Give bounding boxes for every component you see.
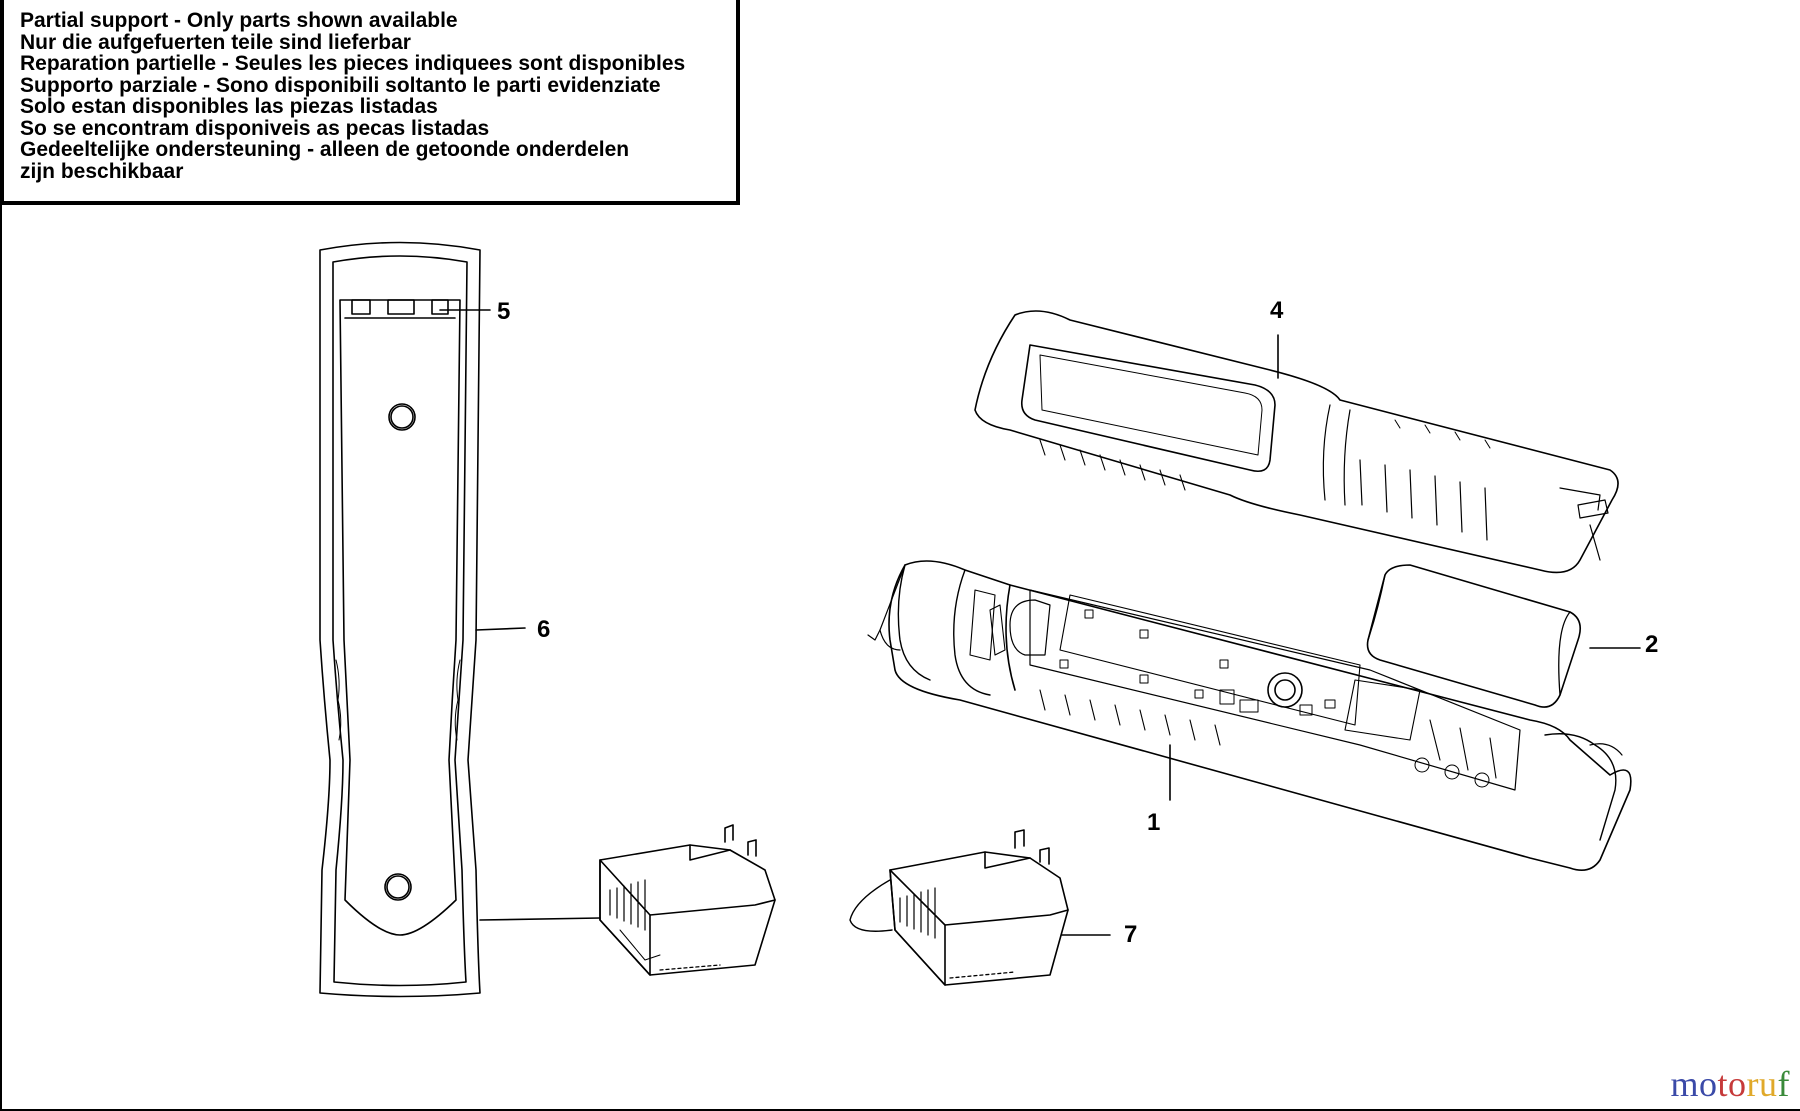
callout-1: 1: [1147, 809, 1160, 836]
callout-6: 6: [537, 616, 550, 643]
lower-housing-part-1: [867, 560, 1632, 871]
charger-part-7: [849, 829, 1069, 986]
leader-line-6: [475, 627, 526, 631]
upper-housing-part-4: [974, 310, 1619, 574]
notice-line-nl-cont: zijn beschikbaar: [20, 159, 184, 183]
callout-2: 2: [1645, 631, 1658, 658]
notice-line-nl: Gedeeltelijke ondersteuning - alleen de …: [20, 138, 630, 161]
notice-line-fr: Reparation partielle - Seules les pieces…: [20, 52, 686, 75]
notice-line-de: Nur die aufgefuerten teile sind lieferba…: [20, 30, 411, 54]
wall-bracket-part-6: [319, 241, 601, 998]
motoruf-watermark-logo: motoruf: [1670, 1064, 1790, 1104]
battery-part-2: [1366, 564, 1641, 708]
callout-4: 4: [1270, 297, 1284, 324]
availability-notice: Partial support - Only parts shown avail…: [0, 0, 740, 205]
notice-line-pt: So se encontram disponiveis as pecas lis…: [20, 116, 490, 140]
callout-7: 7: [1124, 921, 1137, 948]
notice-line-es: Solo estan disponibles las piezas listad…: [20, 95, 438, 118]
callout-5: 5: [497, 298, 510, 325]
notice-line-en: Partial support - Only parts shown avail…: [20, 9, 458, 32]
notice-line-it: Supporto parziale - Sono disponibili sol…: [20, 73, 661, 97]
charger-plug-left: [599, 824, 776, 976]
